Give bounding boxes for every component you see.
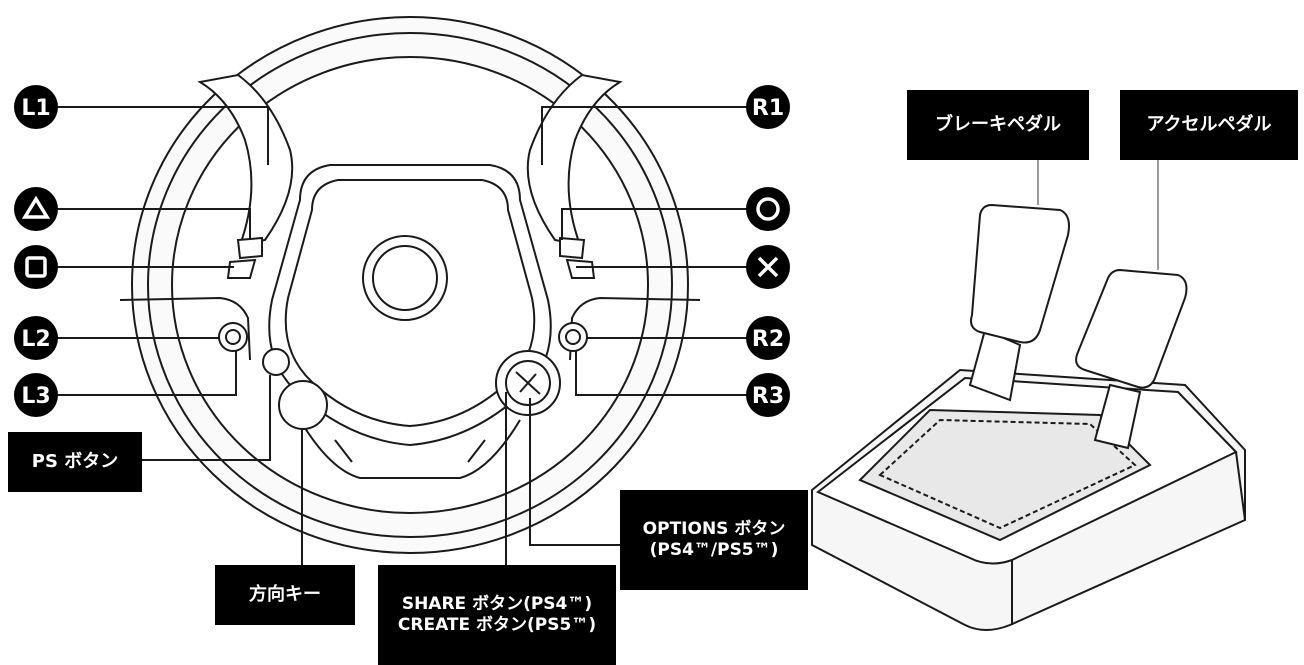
dpad-label: 方向キー	[215, 565, 355, 625]
ps-button-label: PS ボタン	[8, 432, 142, 492]
options-label-text: OPTIONS ボタン	[642, 518, 786, 539]
share-create-label: SHARE ボタン(PS4™) CREATE ボタン(PS5™)	[378, 565, 616, 665]
r3-badge-label: R3	[752, 384, 784, 409]
circle-badge	[746, 187, 790, 231]
pedal-leader-lines	[1037, 160, 1159, 270]
l3-badge-label: L3	[21, 384, 50, 409]
create-label-text: CREATE ボタン(PS5™)	[397, 615, 597, 635]
accel-pedal-label: アクセルペダル	[1120, 90, 1298, 160]
triangle-badge	[14, 187, 58, 231]
steering-wheel	[119, 16, 701, 554]
l1-badge-label: L1	[21, 96, 50, 121]
share-label-text: SHARE ボタン(PS4™)	[401, 593, 593, 614]
leader-lines	[40, 106, 764, 565]
accel-pedal-label-text: アクセルペダル	[1146, 113, 1272, 135]
l3-badge	[14, 373, 58, 417]
r2-badge-label: R2	[752, 327, 784, 352]
l2-badge-label: L2	[21, 327, 50, 352]
l1-badge	[14, 85, 58, 129]
ps-button-label-text: PS ボタン	[31, 450, 119, 472]
dpad-label-text: 方向キー	[249, 583, 321, 605]
options-platform-text: (PS4™/PS5™)	[649, 540, 779, 560]
r1-badge	[746, 85, 790, 129]
r2-badge	[746, 316, 790, 360]
cross-icon	[757, 256, 779, 278]
triangle-icon	[21, 195, 51, 219]
square-badge	[14, 245, 58, 289]
r1-badge-label: R1	[752, 96, 784, 121]
brake-pedal-label-text: ブレーキペダル	[935, 113, 1061, 135]
square-icon	[25, 256, 47, 278]
options-label: OPTIONS ボタン (PS4™/PS5™)	[620, 490, 808, 590]
l2-badge	[14, 316, 58, 360]
r3-badge	[746, 373, 790, 417]
pedal-set	[811, 203, 1246, 631]
circle-icon	[756, 197, 780, 221]
brake-pedal-label: ブレーキペダル	[907, 90, 1089, 160]
